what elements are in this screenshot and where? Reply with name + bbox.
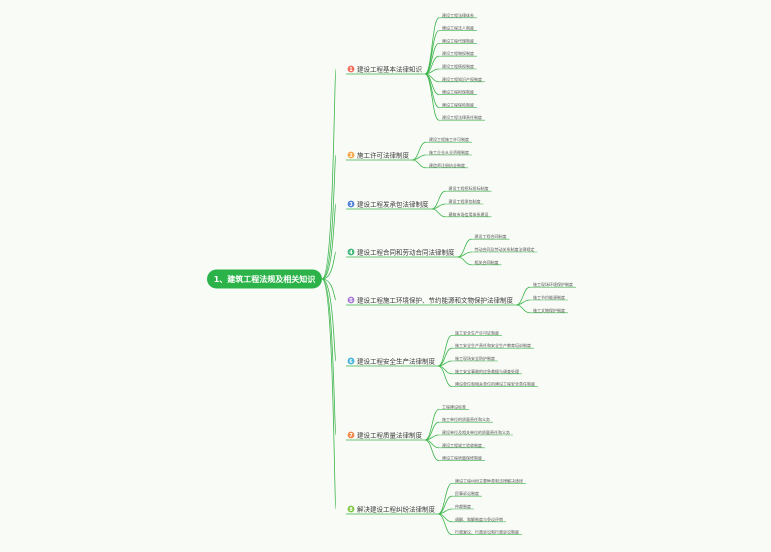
number-badge-label: 1 xyxy=(349,67,353,73)
leaf-node-label[interactable]: 建设工程债权制度 xyxy=(442,63,474,69)
number-badge-label: 7 xyxy=(349,433,353,439)
leaf-node-label[interactable]: 调解、和解制度与争议评审 xyxy=(455,516,503,522)
branch-to-leaf-connector xyxy=(437,513,453,535)
branch-to-leaf-connector xyxy=(424,30,440,75)
leaf-node-label[interactable]: 施工安全事故的应急救援与调查处理 xyxy=(455,368,519,374)
branch-to-leaf-connector xyxy=(424,73,440,121)
number-badge-icon xyxy=(347,296,355,304)
branch-to-leaf-connector xyxy=(431,208,446,218)
branch-node-7[interactable]: 7 建设工程质量法律制度 xyxy=(347,430,423,439)
branch-node-label: 建设工程质量法律制度 xyxy=(357,430,423,439)
branch-node-5[interactable]: 5 建设工程施工环境保护、节约能源和文物保护法律制度 xyxy=(347,295,514,304)
branch-node-label: 建设工程合同和劳动合同法律制度 xyxy=(357,247,455,256)
branch-node-6[interactable]: 6 建设工程安全生产法律制度 xyxy=(347,356,436,365)
number-badge-icon xyxy=(347,505,355,513)
number-badge-icon xyxy=(347,200,355,208)
number-badge-label: 5 xyxy=(349,298,353,304)
root-node-background xyxy=(207,269,322,289)
root-to-branch-connector xyxy=(321,278,337,301)
leaf-node-label[interactable]: 建造师注册执业制度 xyxy=(429,162,465,168)
connector-lines xyxy=(321,17,576,535)
number-badge-label: 6 xyxy=(349,359,353,365)
leaf-node-label[interactable]: 施工现场环境保护制度 xyxy=(533,281,573,287)
root-to-branch-connector xyxy=(321,203,337,280)
root-to-branch-connector xyxy=(321,251,337,280)
branch-to-leaf-connector xyxy=(424,73,440,108)
number-badge-label: 2 xyxy=(349,153,353,159)
leaf-node-label[interactable]: 建设工程竣工验收制度 xyxy=(442,442,482,448)
leaf-node-label[interactable]: 建设工程承包制度 xyxy=(449,198,481,204)
leaf-node-label[interactable]: 仲裁制度 xyxy=(455,503,471,509)
leaf-node-label[interactable]: 建设单位和相关单位的建设工程安全责任制度 xyxy=(455,381,535,387)
root-to-branch-connector xyxy=(321,278,337,510)
number-badge-label: 8 xyxy=(349,507,353,513)
branch-node-2[interactable]: 2 施工许可法律制度 xyxy=(347,150,410,159)
branch-to-leaf-connector xyxy=(411,159,427,169)
leaf-node-label[interactable]: 建设工程法人制度 xyxy=(442,25,474,31)
leaf-node-label[interactable]: 工程建设标准 xyxy=(442,403,466,409)
leaf-node-label[interactable]: 施工现场安全防护制度 xyxy=(455,355,495,361)
leaf-node-label[interactable]: 建设工程合同制度 xyxy=(475,233,507,239)
leaf-node-label[interactable]: 施工节约能源制度 xyxy=(533,294,565,300)
leaf-node-label[interactable]: 建筑市场信用体系建设 xyxy=(449,211,489,217)
leaf-node-label[interactable]: 建设工程物权制度 xyxy=(442,50,474,56)
leaf-node-label[interactable]: 建设工程保险制度 xyxy=(442,101,474,107)
branch-node-label: 建设工程基本法律知识 xyxy=(357,64,423,73)
root-to-branch-connector xyxy=(321,278,337,362)
leaf-node-label[interactable]: 劳动合同及劳动关系制度法律规定 xyxy=(475,246,535,252)
branch-to-leaf-connector xyxy=(515,304,531,314)
branch-node-label: 建设工程施工环境保护、节约能源和文物保护法律制度 xyxy=(357,295,514,304)
leaf-node-label[interactable]: 建设工程代理制度 xyxy=(442,37,474,43)
branch-to-leaf-connector xyxy=(437,365,453,387)
branch-node-3[interactable]: 3 建设工程发承包法律制度 xyxy=(347,199,429,208)
root-to-branch-connector xyxy=(321,154,337,280)
branch-to-leaf-connector xyxy=(457,256,472,266)
leaf-node-label[interactable]: 相关合同制度 xyxy=(475,259,499,265)
leaf-node-label[interactable]: 施工安全生产责任和安全生产教育培训制度 xyxy=(455,342,531,348)
branch-node-8[interactable]: 8 解决建设工程纠纷法律制度 xyxy=(347,504,436,513)
leaf-node-label[interactable]: 施工文物保护制度 xyxy=(533,307,565,313)
branch-node-4[interactable]: 4 建设工程合同和劳动合同法律制度 xyxy=(347,247,455,256)
leaf-node-label[interactable]: 民事诉讼制度 xyxy=(455,490,479,496)
leaf-node-label[interactable]: 建设工程招标投标制度 xyxy=(449,185,489,191)
branch-node-label: 施工许可法律制度 xyxy=(357,150,410,159)
leaf-node-label[interactable]: 建设工程法律责任制度 xyxy=(442,114,482,120)
root-to-branch-connector xyxy=(321,68,337,280)
leaf-node-label[interactable]: 施工企业从业资格制度 xyxy=(429,149,469,155)
root-node-label: 1、建筑工程法规及相关知识 xyxy=(214,274,316,284)
leaf-node-label[interactable]: 建设工程质量保修制度 xyxy=(442,455,482,461)
leaf-node-label[interactable]: 建设工程担保制度 xyxy=(442,89,474,95)
branch-node-label: 解决建设工程纠纷法律制度 xyxy=(357,504,436,513)
branch-node-label: 建设工程发承包法律制度 xyxy=(357,199,429,208)
leaf-node-label[interactable]: 施工安全生产许可证制度 xyxy=(455,329,499,335)
leaf-node-label[interactable]: 建设单位及相关单位的质量责任和义务 xyxy=(442,429,510,435)
branch-node-label: 建设工程安全生产法律制度 xyxy=(357,356,436,365)
leaf-node-label[interactable]: 施工单位的质量责任和义务 xyxy=(442,416,490,422)
leaf-node-label[interactable]: 行政复议、行政诉讼和行政诉讼制度 xyxy=(455,529,519,535)
number-badge-label: 4 xyxy=(349,250,353,256)
leaf-node-label[interactable]: 建设工程知识产权制度 xyxy=(442,76,482,82)
number-badge-label: 3 xyxy=(349,202,353,208)
number-badge-icon xyxy=(347,151,355,159)
number-badge-icon xyxy=(347,357,355,365)
branch-node-1[interactable]: 1 建设工程基本法律知识 xyxy=(347,64,423,73)
leaf-node-label[interactable]: 建设工程纠纷主要种类和法律解决途径 xyxy=(455,477,523,483)
root-node[interactable]: 1、建筑工程法规及相关知识 xyxy=(207,269,322,289)
number-badge-icon xyxy=(347,65,355,73)
root-to-branch-connector xyxy=(321,278,337,436)
number-badge-icon xyxy=(347,248,355,256)
branch-to-leaf-connector xyxy=(424,439,440,461)
number-badge-icon xyxy=(347,431,355,439)
leaf-node-label[interactable]: 建设工程施工许可制度 xyxy=(429,136,469,142)
mind-map-nodes: 1、建筑工程法规及相关知识 1 建设工程基本法律知识 建设工程法律体系建设工程法人制度… xyxy=(207,12,573,535)
leaf-node-label[interactable]: 建设工程法律体系 xyxy=(442,12,474,18)
